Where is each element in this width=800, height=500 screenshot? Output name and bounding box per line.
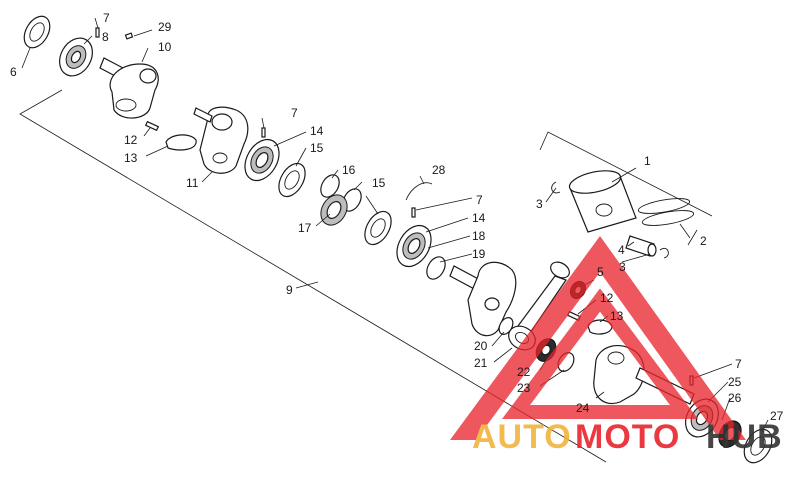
callout-13b: 13 bbox=[610, 309, 624, 323]
circlip-3b bbox=[659, 247, 669, 259]
callout-7d: 7 bbox=[735, 357, 742, 371]
dowel-pin-7a bbox=[95, 27, 100, 38]
callout-12b: 12 bbox=[600, 291, 614, 305]
woodruff-key-13a bbox=[165, 134, 197, 151]
callout-10: 10 bbox=[158, 40, 172, 54]
callout-28: 28 bbox=[432, 163, 446, 177]
callout-17: 17 bbox=[298, 221, 312, 235]
callout-1: 1 bbox=[644, 154, 651, 168]
callout-21: 21 bbox=[474, 356, 488, 370]
crankshaft-half-right bbox=[449, 261, 517, 337]
dowel-pin-7c bbox=[411, 207, 416, 218]
watermark-triangle-outer bbox=[450, 236, 746, 440]
drive-gear-17 bbox=[320, 194, 348, 226]
callout-13a: 13 bbox=[124, 151, 138, 165]
callout-25: 25 bbox=[728, 375, 742, 389]
connecting-rod bbox=[508, 261, 570, 351]
callout-27: 27 bbox=[770, 409, 784, 423]
assembly-bracket-1 bbox=[539, 131, 713, 217]
retaining-clip-28 bbox=[405, 182, 433, 201]
screw-12a bbox=[144, 120, 160, 132]
oil-seal-15b bbox=[364, 210, 392, 246]
callout-5: 5 bbox=[597, 265, 604, 279]
callout-8: 8 bbox=[102, 30, 109, 44]
circlip-3a bbox=[551, 181, 561, 194]
callout-6: 6 bbox=[10, 65, 17, 79]
watermark-triangle-inner bbox=[502, 288, 698, 419]
callout-7c: 7 bbox=[476, 193, 483, 207]
callout-24: 24 bbox=[576, 401, 590, 415]
watermark-word-auto: AUTO bbox=[472, 418, 572, 456]
callout-19: 19 bbox=[472, 247, 486, 261]
piston bbox=[568, 170, 637, 233]
callout-7b: 7 bbox=[291, 106, 298, 120]
callout-26: 26 bbox=[728, 391, 742, 405]
callout-15b: 15 bbox=[372, 176, 386, 190]
callout-9: 9 bbox=[286, 283, 293, 297]
callout-7a: 7 bbox=[103, 11, 110, 25]
callout-12a: 12 bbox=[124, 133, 138, 147]
watermark-word-hub: HUB bbox=[706, 418, 783, 456]
callout-23: 23 bbox=[517, 381, 531, 395]
leader-lines bbox=[21, 17, 769, 433]
assembly-bracket-9 bbox=[19, 89, 607, 463]
callout-4: 4 bbox=[618, 243, 625, 257]
callout-29: 29 bbox=[158, 20, 172, 34]
crank-web-11 bbox=[193, 106, 249, 174]
oil-seal-left bbox=[23, 15, 51, 49]
callout-15a: 15 bbox=[310, 141, 324, 155]
automotohub-watermark: AUTO MOTO HUB bbox=[450, 236, 783, 456]
callout-labels: 6 7 8 29 10 12 13 11 7 14 15 16 17 15 28… bbox=[10, 11, 784, 423]
oil-seal-27 bbox=[743, 428, 773, 464]
oil-seal-15a bbox=[278, 162, 306, 198]
callout-22: 22 bbox=[517, 365, 531, 379]
snap-ring-19 bbox=[426, 256, 446, 280]
callout-18: 18 bbox=[472, 229, 486, 243]
main-bearing-left bbox=[59, 37, 93, 77]
callout-16: 16 bbox=[342, 163, 356, 177]
main-bearing-14a bbox=[244, 138, 280, 182]
piston-pin bbox=[625, 235, 657, 257]
callout-3a: 3 bbox=[536, 197, 543, 211]
bracket-1-tick bbox=[687, 229, 698, 246]
callout-11: 11 bbox=[186, 176, 199, 190]
main-bearing-14b bbox=[396, 224, 432, 268]
watermark-word-moto: MOTO bbox=[575, 418, 680, 456]
callout-2: 2 bbox=[700, 234, 707, 248]
callout-20: 20 bbox=[474, 339, 488, 353]
callout-3b: 3 bbox=[619, 260, 626, 274]
pin-29 bbox=[124, 32, 134, 40]
piston-rings bbox=[637, 198, 695, 226]
callout-14a: 14 bbox=[310, 124, 324, 138]
crankshaft-half-left bbox=[99, 57, 159, 119]
dowel-pin-7b bbox=[261, 127, 266, 138]
callout-14b: 14 bbox=[472, 211, 486, 225]
